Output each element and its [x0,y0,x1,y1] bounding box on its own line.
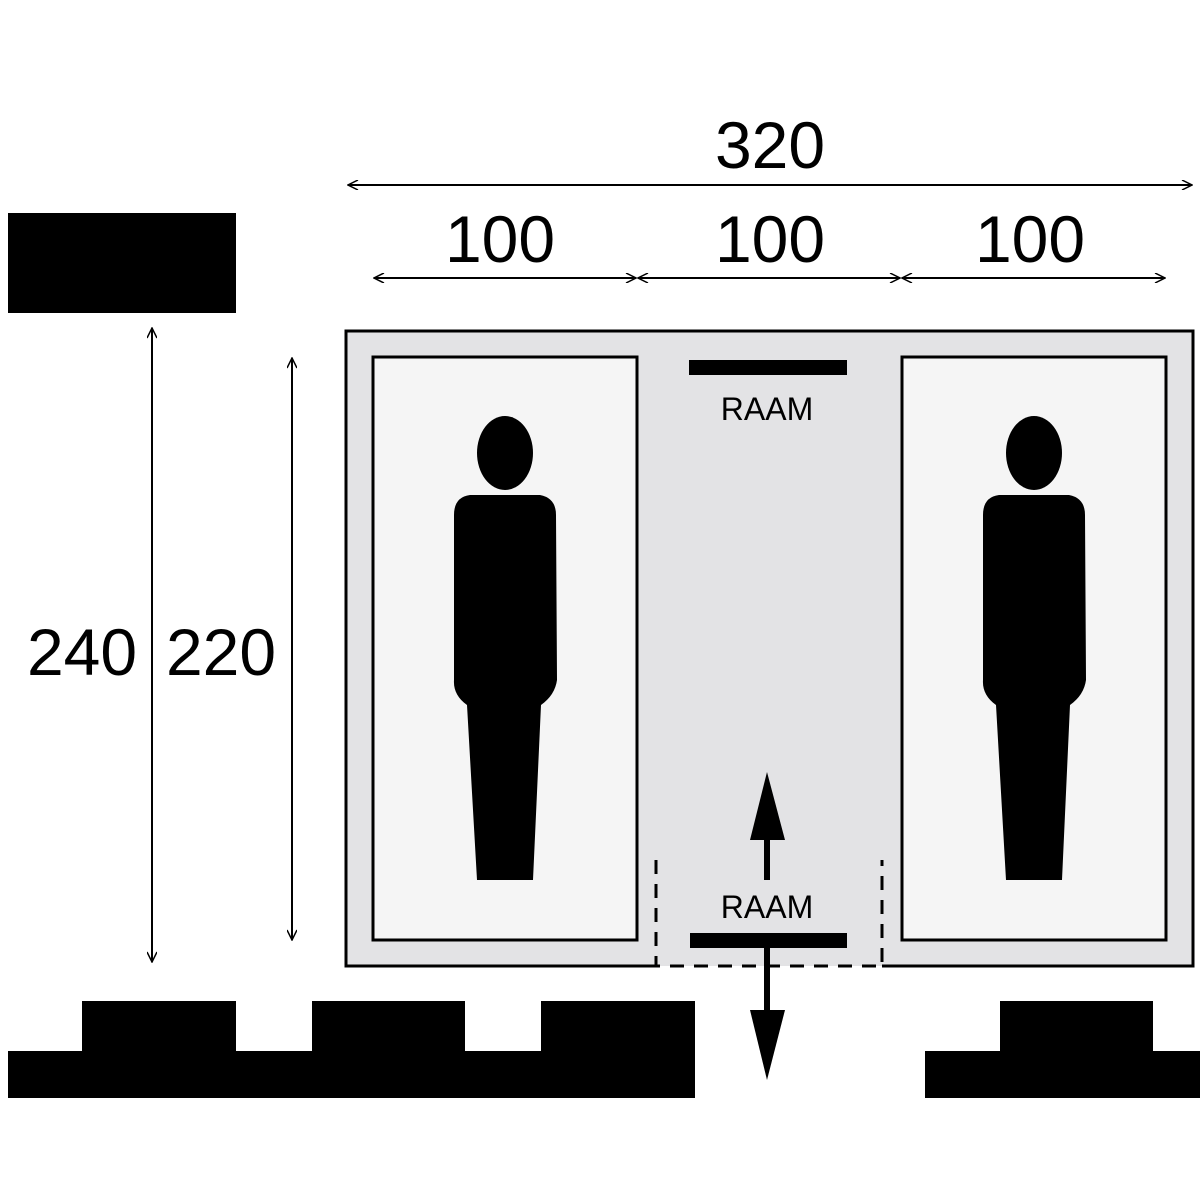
front-view-left-silhouette [8,1001,695,1098]
dimension-total-width: 320 [715,108,825,182]
front-view-right-silhouette [925,1001,1200,1098]
arrow-up-icon [750,772,785,880]
dimension-inner-height: 220 [166,615,276,689]
front-door-bar [690,933,847,948]
front-door-label: RAAM [721,889,813,925]
dimension-outer-height: 240 [27,615,137,689]
person-icon-right [982,416,1086,880]
dimension-section-3: 100 [975,202,1085,276]
arrow-down-icon [750,946,785,1080]
dimension-section-1: 100 [445,202,555,276]
person-icon-left [453,416,557,880]
dimension-section-2: 100 [715,202,825,276]
side-view-roof-block [8,213,236,313]
back-door-bar [689,360,847,375]
back-door-label: RAAM [721,391,813,427]
outer-tent-outline [344,329,1195,968]
